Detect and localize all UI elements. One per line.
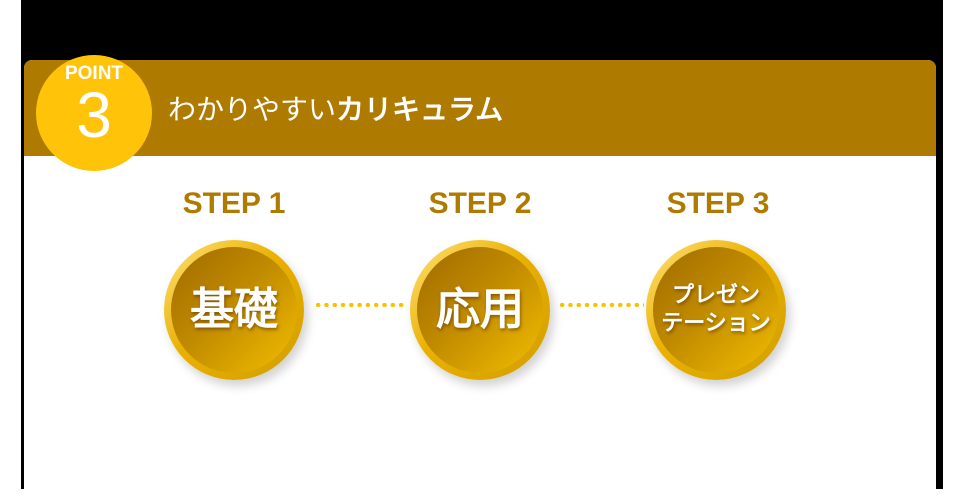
step-3-text-line-2: テーション: [661, 311, 771, 336]
badge-number: 3: [76, 79, 112, 151]
step-2-circle: 応用: [410, 240, 550, 380]
step-1-label: STEP 1: [182, 187, 286, 220]
step-3-circle: プレゼン テーション: [646, 240, 786, 380]
connector-dots-1-2: [314, 303, 406, 307]
step-2-label: STEP 2: [428, 187, 532, 220]
step-3-text-line-1: プレゼン: [671, 283, 760, 308]
badge-label: POINT: [64, 63, 124, 84]
step-3-text: プレゼン テーション: [658, 282, 774, 338]
step-3-label: STEP 3: [666, 187, 770, 220]
step-1-text: 基礎: [190, 284, 278, 335]
section-title: わかりやすいカリキュラム: [168, 90, 503, 130]
title-regular: わかりやすい: [168, 93, 337, 126]
step-2-text: 応用: [436, 284, 524, 335]
step-1-circle: 基礎: [164, 240, 304, 380]
point-badge: POINT 3: [36, 55, 152, 171]
title-bold: カリキュラム: [336, 93, 504, 126]
header-banner: [24, 60, 936, 156]
connector-dots-2-3: [558, 303, 644, 307]
